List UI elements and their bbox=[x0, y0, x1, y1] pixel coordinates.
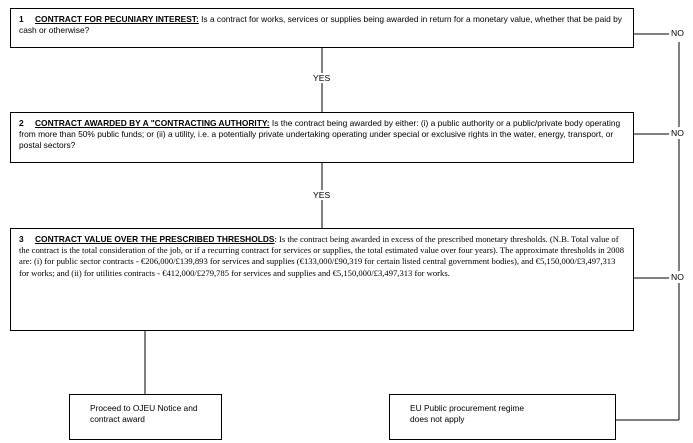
no-label-1: NO bbox=[669, 27, 686, 39]
step-3-box: 3 CONTRACT VALUE OVER THE PRESCRIBED THRE… bbox=[10, 228, 634, 331]
step-2-box: 2 CONTRACT AWARDED BY A "CONTRACTING AUTH… bbox=[10, 112, 634, 163]
step-1-text: Is a contract for works, services or sup… bbox=[19, 14, 622, 36]
outcome-proceed-box: Proceed to OJEU Notice and contract awar… bbox=[69, 394, 222, 440]
step-3-heading: CONTRACT VALUE OVER THE PRESCRIBED THRES… bbox=[35, 234, 275, 244]
step-1-number: 1 bbox=[19, 14, 24, 24]
step-3-text: : Is the contract being awarded in exces… bbox=[19, 234, 625, 278]
step-2-number: 2 bbox=[19, 118, 24, 128]
outcome-not-apply-text: EU Public procurement regime does not ap… bbox=[410, 403, 525, 424]
no-label-3: NO bbox=[669, 271, 686, 283]
yes-label-1: YES bbox=[312, 73, 332, 83]
step-2-heading: CONTRACT AWARDED BY A "CONTRACTING AUTHO… bbox=[35, 118, 270, 128]
step-2-text: Is the contract being awarded by either:… bbox=[19, 118, 621, 151]
outcome-not-apply-box: EU Public procurement regime does not ap… bbox=[389, 394, 616, 440]
yes-label-2: YES bbox=[312, 190, 332, 200]
step-3-number: 3 bbox=[19, 234, 24, 244]
no-label-2: NO bbox=[669, 127, 686, 139]
step-1-box: 1 CONTRACT FOR PECUNIARY INTEREST: Is a c… bbox=[10, 8, 634, 48]
step-1-heading: CONTRACT FOR PECUNIARY INTEREST: bbox=[35, 14, 199, 24]
outcome-proceed-text: Proceed to OJEU Notice and contract awar… bbox=[90, 403, 198, 424]
